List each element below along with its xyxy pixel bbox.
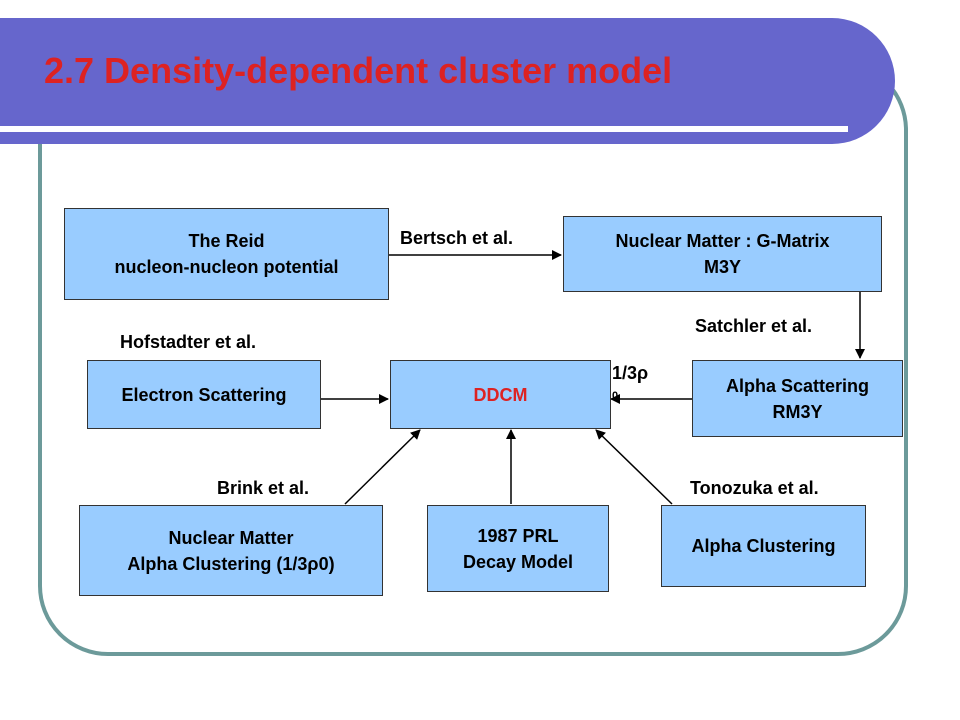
title-bar [0, 18, 895, 144]
node-gmatrix-line2: M3Y [703, 257, 741, 277]
node-alpha-scattering-line2: RM3Y [772, 401, 823, 422]
label-satchler: Satchler et al. [695, 316, 813, 336]
node-1987-prl: 1987 PRL Decay Model [427, 505, 609, 592]
node-nuclear-matter-gmatrix: Nuclear Matter : G-Matrix M3Y [563, 216, 882, 292]
node-ddcm-line1: DDCM [473, 384, 528, 405]
node-electron-line1: Electron Scattering [121, 384, 287, 405]
node-alpha-clustering: Alpha Clustering [661, 505, 866, 587]
label-rho: 1/3ρ [612, 363, 649, 383]
arrow-nm-alpha-to-ddcm [344, 429, 421, 505]
node-reid-potential: The Reid nucleon-nucleon potential [64, 208, 389, 300]
label-rho-subscript: 0 [612, 390, 619, 402]
node-nm-alpha-line2: Alpha Clustering (1/3ρ0) [127, 553, 335, 574]
node-ddcm: DDCM [390, 360, 611, 429]
arrow-alpha-clustering-to-ddcm [595, 429, 673, 505]
node-alpha-scattering-line1: Alpha Scattering [725, 375, 870, 396]
node-reid-line2: nucleon-nucleon potential [114, 257, 339, 277]
node-alpha-scattering: Alpha Scattering RM3Y [692, 360, 903, 437]
label-bertsch: Bertsch et al. [400, 228, 514, 248]
node-reid-line1: The Reid [188, 231, 265, 251]
label-hofstadter: Hofstadter et al. [120, 332, 257, 352]
node-electron-scattering: Electron Scattering [87, 360, 321, 429]
node-prl-line2: Decay Model [462, 551, 574, 572]
node-prl-line1: 1987 PRL [477, 525, 559, 546]
node-nm-alpha-line1: Nuclear Matter [168, 527, 294, 548]
title-underline [0, 126, 848, 132]
slide-title: 2.7 Density-dependent cluster model [44, 50, 673, 91]
node-gmatrix-line1: Nuclear Matter : G-Matrix [615, 231, 830, 251]
node-nuclear-matter-alpha-clustering: Nuclear Matter Alpha Clustering (1/3ρ0) [79, 505, 383, 596]
label-tonozuka: Tonozuka et al. [690, 478, 819, 498]
node-alpha-clustering-line1: Alpha Clustering [691, 536, 836, 556]
label-brink: Brink et al. [217, 478, 310, 498]
